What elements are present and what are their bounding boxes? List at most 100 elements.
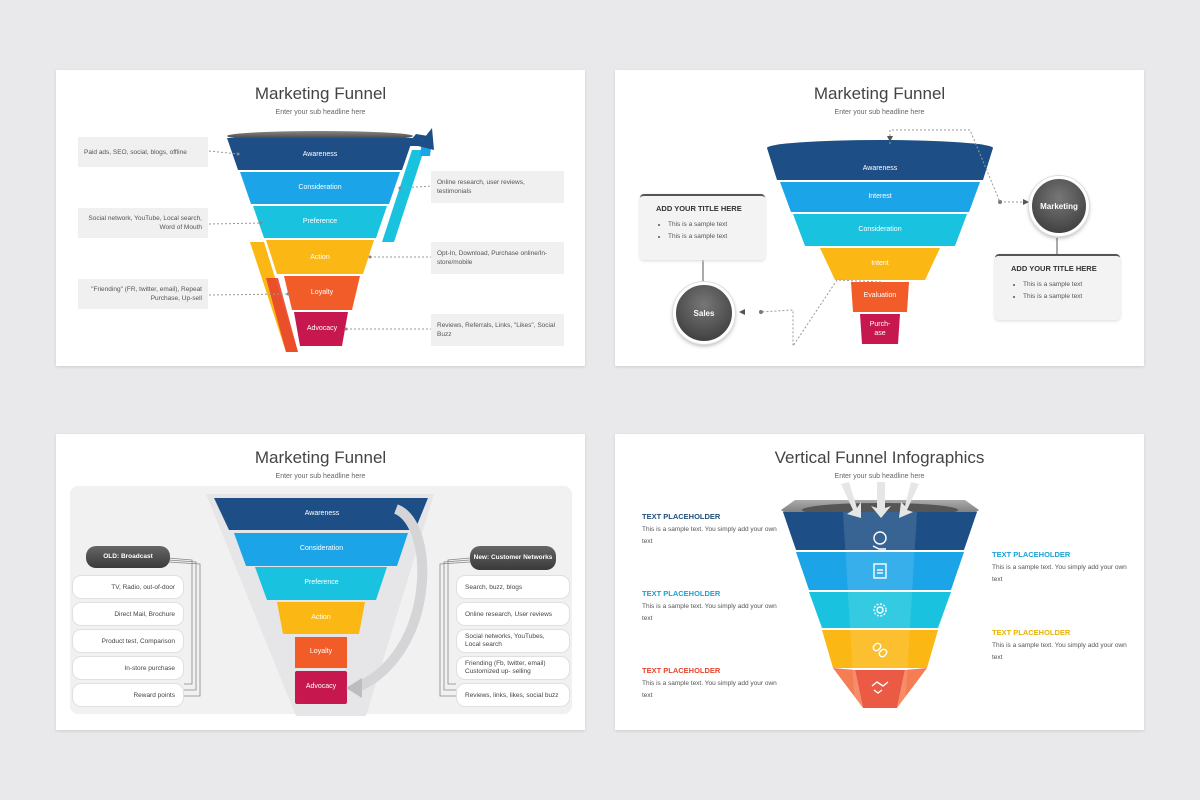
placeholder-5-text: This is a sample text. You simply add yo…	[642, 680, 777, 699]
placeholder-3: TEXT PLACEHOLDER This is a sample text. …	[642, 589, 782, 625]
card-left-item: This is a sample text	[668, 219, 755, 231]
circle-marketing: Marketing	[1029, 176, 1089, 236]
money-hand-icon	[872, 531, 887, 550]
old-item-2: Direct Mail, Brochure	[72, 602, 184, 626]
new-item-2: Online research, User reviews	[456, 602, 570, 626]
stage-action	[266, 240, 374, 274]
slide4-title: Vertical Funnel Infographics	[774, 448, 985, 467]
note-left-2: Social network, YouTube, Local search, W…	[78, 208, 208, 238]
curved-arrow-head	[346, 678, 362, 698]
stage-label-awareness: Awareness	[302, 151, 338, 158]
stage-preference	[253, 206, 387, 238]
stage2-intent	[820, 248, 940, 280]
old-item-3: Product test, Comparison	[72, 629, 184, 653]
card-right: ADD YOUR TITLE HERE This is a sample tex…	[995, 254, 1120, 320]
placeholder-1-title: TEXT PLACEHOLDER	[642, 512, 721, 521]
placeholder-2: TEXT PLACEHOLDER This is a sample text. …	[992, 550, 1132, 586]
old-broadcast-header: OLD: Broadcast	[86, 546, 170, 568]
stage2-label-interest: Interest	[868, 193, 892, 200]
slide3-subtitle: Enter your sub headline here	[275, 473, 366, 480]
funnel-3-graphic	[167, 494, 471, 716]
old-item-5: Reward points	[72, 683, 184, 707]
slide-marketing-funnel-2: Marketing Funnel Enter your sub headline…	[615, 70, 1144, 366]
stage2-purchase	[860, 314, 900, 344]
placeholder-5: TEXT PLACEHOLDER This is a sample text. …	[642, 666, 782, 702]
funnel-1-graphic	[208, 128, 434, 352]
gear-icon	[873, 603, 887, 617]
new-item-4: Friending (Fb, twitter, email) Customize…	[456, 656, 570, 680]
stage3-action	[277, 602, 365, 634]
stage-label-preference: Preference	[302, 218, 338, 225]
placeholder-4-title: TEXT PLACEHOLDER	[992, 628, 1071, 637]
new-item-3: Social networks, YouTubes, Local search	[456, 629, 570, 653]
clipboard-icon	[873, 563, 887, 579]
stage3-label-action: Action	[311, 614, 331, 621]
new-item-1: Search, buzz, blogs	[456, 575, 570, 599]
slide1-subtitle: Enter your sub headline here	[275, 109, 366, 116]
stage2-label-awareness: Awareness	[862, 165, 898, 172]
note-right-3: Reviews, Referrals, Links, "Likes", Soci…	[431, 314, 564, 346]
stage3-loyalty	[295, 637, 347, 668]
card-left-title: ADD YOUR TITLE HERE	[656, 204, 742, 213]
slide-marketing-funnel-1: Marketing Funnel Enter your sub headline…	[56, 70, 585, 366]
stage3-consideration	[234, 533, 408, 566]
card-left: ADD YOUR TITLE HERE This is a sample tex…	[640, 194, 765, 260]
funnel-4-graphic	[781, 482, 979, 708]
stage3-awareness	[214, 498, 428, 530]
arrows-in	[841, 482, 919, 518]
link-icon	[872, 642, 888, 658]
stage3-label-loyalty: Loyalty	[309, 648, 333, 655]
stage4-1	[783, 512, 977, 550]
stage-loyalty	[284, 276, 360, 310]
note-right-2: Opt-In, Download, Purchase online/In-sto…	[431, 242, 564, 274]
placeholder-2-title: TEXT PLACEHOLDER	[992, 550, 1071, 559]
curved-arrow	[353, 504, 428, 693]
stage2-label-evaluation: Evaluation	[863, 292, 897, 299]
stage-consideration	[240, 172, 400, 204]
card-right-item: This is a sample text	[1023, 279, 1110, 291]
stage-awareness	[227, 138, 413, 170]
ribbon-right	[382, 150, 424, 242]
stage-label-advocacy: Advocacy	[306, 325, 338, 332]
old-item-4: In-store purchase	[72, 656, 184, 680]
placeholder-5-title: TEXT PLACEHOLDER	[642, 666, 721, 675]
stage-label-action: Action	[310, 254, 330, 261]
ribbon-left-lower	[266, 278, 298, 352]
placeholder-2-text: This is a sample text. You simply add yo…	[992, 564, 1127, 583]
stage4-2	[796, 552, 964, 590]
placeholder-3-title: TEXT PLACEHOLDER	[642, 589, 721, 598]
placeholder-4: TEXT PLACEHOLDER This is a sample text. …	[992, 628, 1132, 664]
stage2-awareness	[767, 148, 993, 180]
stage3-label-preference: Preference	[304, 579, 339, 586]
stage2-label-consideration: Consideration	[858, 226, 902, 233]
stage2-consideration	[793, 214, 967, 246]
card-right-title: ADD YOUR TITLE HERE	[1011, 264, 1097, 273]
stage3-advocacy	[295, 671, 347, 704]
funnel-2-graphic	[702, 129, 1058, 348]
slide-vertical-funnel: Vertical Funnel Infographics Enter your …	[615, 434, 1144, 730]
slide-marketing-funnel-3: Marketing Funnel Enter your sub headline…	[56, 434, 585, 730]
placeholder-3-text: This is a sample text. You simply add yo…	[642, 603, 777, 622]
stage3-preference	[255, 567, 387, 600]
new-item-5: Reviews, links, likes, social buzz	[456, 683, 570, 707]
stage2-evaluation	[851, 282, 909, 312]
card-right-item: This is a sample text	[1023, 291, 1110, 303]
slide4-subtitle: Enter your sub headline here	[834, 473, 925, 480]
stage-label-loyalty: Loyalty	[310, 289, 334, 296]
new-networks-header: New: Customer Networks	[470, 546, 556, 570]
placeholder-1-text: This is a sample text. You simply add yo…	[642, 526, 777, 545]
stage3-label-consideration: Consideration	[299, 545, 344, 552]
stage2-label-purchase: Purch-ase	[869, 321, 891, 337]
arrow-head	[418, 128, 434, 150]
note-right-1: Online research, user reviews, testimoni…	[431, 171, 564, 203]
stage3-label-awareness: Awareness	[304, 510, 340, 517]
note-left-1: Paid ads, SEO, social, blogs, offline	[78, 137, 208, 167]
slide3-title: Marketing Funnel	[254, 448, 387, 467]
note-left-3: "Friending" (FR, twitter, email), Repeat…	[78, 279, 208, 309]
slide2-subtitle: Enter your sub headline here	[834, 109, 925, 116]
handshake-icon	[871, 681, 889, 694]
stage2-interest	[780, 182, 980, 212]
stage-label-consideration: Consideration	[298, 184, 342, 191]
slide1-title: Marketing Funnel	[254, 84, 387, 103]
stage3-label-advocacy: Advocacy	[305, 683, 337, 690]
